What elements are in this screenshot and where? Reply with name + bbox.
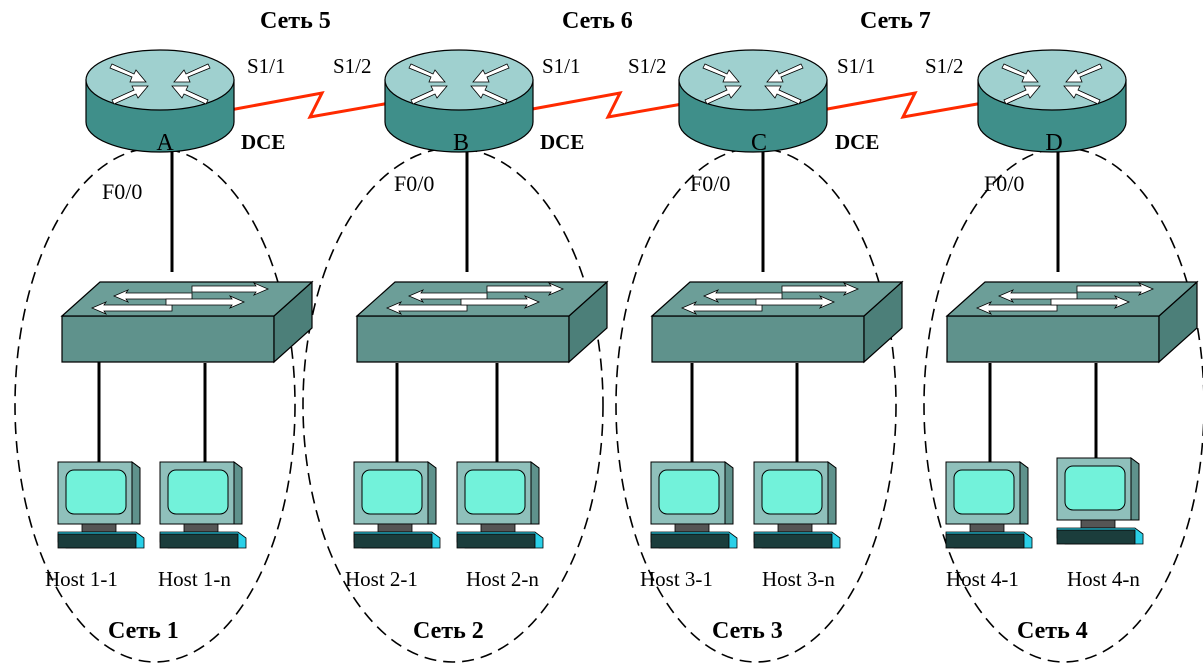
host-pc-icon	[753, 461, 841, 549]
host-label: Host 2-1	[345, 567, 418, 591]
router-name-a: A	[156, 130, 174, 156]
host-label: Host 2-n	[466, 567, 539, 591]
switch-icon	[946, 281, 1198, 363]
host-pc-icon	[456, 461, 544, 549]
switch-icon	[61, 281, 313, 363]
host-pc-icon	[945, 461, 1033, 549]
lan-label: Сеть 4	[1017, 618, 1088, 644]
port-label-c-s12: S1/2	[628, 54, 667, 78]
switch-icon	[356, 281, 608, 363]
lan-label: Сеть 1	[108, 618, 179, 644]
serial-network-label: Сеть 7	[860, 8, 931, 34]
port-label-d-s12: S1/2	[925, 54, 964, 78]
port-label-b-f00: F0/0	[394, 171, 434, 196]
host-pc-icon	[353, 461, 441, 549]
host-label: Host 4-1	[946, 567, 1019, 591]
dce-label-b: DCE	[540, 130, 584, 154]
port-label-b-s12: S1/2	[333, 54, 372, 78]
port-label-c-f00: F0/0	[690, 171, 730, 196]
switch-icon	[651, 281, 903, 363]
host-label: Host 3-1	[640, 567, 713, 591]
router-name-b: B	[453, 130, 469, 156]
port-label-d-f00: F0/0	[984, 171, 1024, 196]
host-label: Host 1-n	[158, 567, 231, 591]
serial-network-label: Сеть 6	[562, 8, 633, 34]
host-pc-icon	[159, 461, 247, 549]
host-pc-icon	[1056, 457, 1144, 545]
lan-label: Сеть 3	[712, 618, 783, 644]
dce-label-c: DCE	[835, 130, 879, 154]
router-name-d: D	[1045, 130, 1062, 156]
host-label: Host 3-n	[762, 567, 835, 591]
host-label: Host 4-n	[1067, 567, 1140, 591]
router-name-c: C	[751, 130, 767, 156]
serial-link-ab	[229, 90, 391, 119]
port-label-a-f00: F0/0	[102, 179, 142, 204]
host-pc-icon	[650, 461, 738, 549]
dce-label-a: DCE	[241, 130, 285, 154]
port-label-a-s11: S1/1	[247, 54, 286, 78]
host-pc-icon	[57, 461, 145, 549]
port-label-b-s11: S1/1	[542, 54, 581, 78]
serial-link-cd	[821, 90, 984, 119]
host-label: Host 1-1	[45, 567, 118, 591]
serial-link-bc	[526, 90, 689, 119]
port-label-c-s11: S1/1	[837, 54, 876, 78]
lan-label: Сеть 2	[413, 618, 484, 644]
serial-network-label: Сеть 5	[260, 8, 331, 34]
